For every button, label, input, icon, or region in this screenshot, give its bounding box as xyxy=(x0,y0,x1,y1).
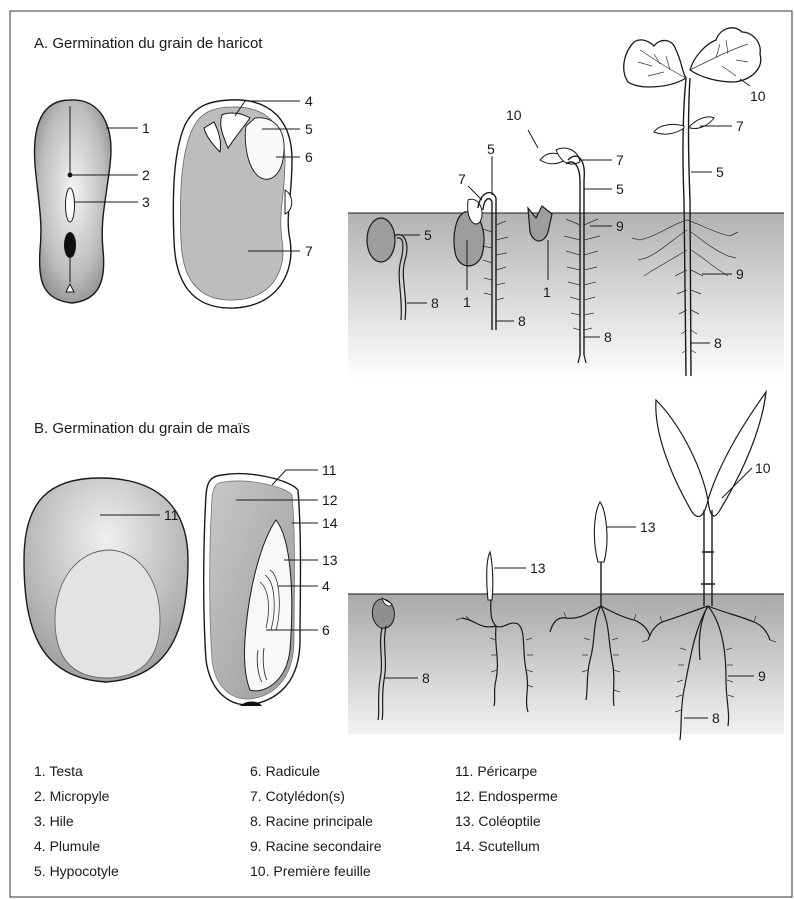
callout: 6 xyxy=(305,149,313,165)
legend-item: 14. Scutellum xyxy=(455,838,540,854)
callout: 10 xyxy=(755,460,771,476)
bean-external xyxy=(34,100,110,303)
soil-a xyxy=(348,213,784,380)
legend-item: 5. Hypocotyle xyxy=(34,863,119,879)
callout: 5 xyxy=(616,181,624,197)
legend: 1. Testa 2. Micropyle 3. Hile 4. Plumule… xyxy=(34,763,558,879)
callout: 9 xyxy=(616,218,624,234)
callout: 8 xyxy=(518,313,526,329)
legend-item: 8. Racine principale xyxy=(250,813,373,829)
callout: 13 xyxy=(640,519,656,535)
callout: 3 xyxy=(142,194,150,210)
callout: 2 xyxy=(142,167,150,183)
legend-item: 2. Micropyle xyxy=(34,788,110,804)
callout: 11 xyxy=(322,462,337,478)
callout: 8 xyxy=(712,710,720,726)
callout: 7 xyxy=(305,243,313,259)
callout: 5 xyxy=(716,164,724,180)
callout: 7 xyxy=(616,152,624,168)
callout: 4 xyxy=(305,93,313,109)
callout: 10 xyxy=(506,107,522,123)
callout: 7 xyxy=(458,171,466,187)
callout: 1 xyxy=(142,120,150,136)
callout: 8 xyxy=(422,670,430,686)
callout: 5 xyxy=(424,227,432,243)
legend-item: 10. Première feuille xyxy=(250,863,371,879)
callout: 6 xyxy=(322,622,330,638)
hilum-mark xyxy=(66,188,75,222)
bean-cross-section xyxy=(173,100,292,308)
callout: 4 xyxy=(322,578,330,594)
corn-cross-section xyxy=(204,474,301,706)
callout: 7 xyxy=(736,118,744,134)
callout: 13 xyxy=(322,552,338,568)
callout: 8 xyxy=(431,295,439,311)
callout: 9 xyxy=(736,266,744,282)
callout: 8 xyxy=(604,329,612,345)
section-a-title: A. Germination du grain de haricot xyxy=(34,35,263,52)
callout: 11 xyxy=(164,507,179,523)
callout: 12 xyxy=(322,492,338,508)
legend-item: 12. Endosperme xyxy=(455,788,558,804)
legend-item: 4. Plumule xyxy=(34,838,100,854)
legend-item: 6. Radicule xyxy=(250,763,320,779)
callout: 14 xyxy=(322,515,338,531)
legend-item: 9. Racine secondaire xyxy=(250,838,382,854)
callout: 5 xyxy=(487,141,495,157)
legend-item: 1. Testa xyxy=(34,763,83,779)
legend-item: 11. Péricarpe xyxy=(455,763,537,779)
callout: 5 xyxy=(305,121,313,137)
callout: 10 xyxy=(750,88,766,104)
legend-item: 13. Coléoptile xyxy=(455,813,541,829)
callout: 13 xyxy=(530,560,546,576)
section-b-title: B. Germination du grain de maïs xyxy=(34,420,250,437)
callout: 9 xyxy=(758,668,766,684)
legend-item: 3. Hile xyxy=(34,813,74,829)
legend-item: 7. Cotylédon(s) xyxy=(250,788,345,804)
callout: 1 xyxy=(463,294,471,310)
callout: 8 xyxy=(714,335,722,351)
callout: 1 xyxy=(543,284,551,300)
micropyle-dot xyxy=(68,173,73,178)
